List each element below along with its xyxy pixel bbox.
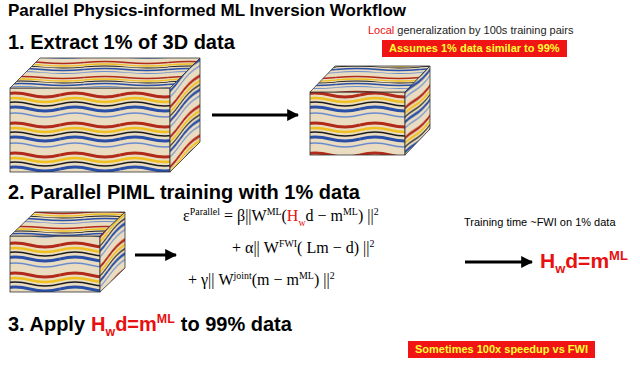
equation-term: εParallel= β||WML(Hwd − mML) ||2 [183,206,379,228]
label-text: w [298,217,305,228]
label-text: ML [299,270,314,281]
label-text: H [287,207,299,224]
label-text: w [555,261,565,276]
label-text: to 99% data [181,313,292,335]
equation-term: + α|| WFWI( Lm − d) ||2 [232,238,374,258]
label-text: + α|| W [232,239,279,256]
label-text: joint [234,270,252,281]
seismic-cube [10,58,200,172]
label-text: H [91,313,105,335]
highlight-box: Sometimes 100x speedup vs FWI [408,341,595,358]
label-text: d=m [565,249,609,272]
label-text: Local [368,24,394,36]
label-text: 2 [330,270,335,281]
label-text: = β||W [224,207,267,224]
label-text: Parallel [190,206,220,217]
equation-term: + γ|| Wjoint(m − mML) ||2 [188,270,335,290]
label-text: ε [183,207,190,224]
highlight-box: Assumes 1% data similar to 99% [382,40,567,57]
box-text: Sometimes 100x speedup vs FWI [415,343,588,355]
cube-face [310,92,405,155]
seismic-cube [310,66,430,155]
cube-face [170,58,200,172]
cube-face [10,88,170,172]
label-text: ML [157,312,175,326]
label-text: 2 [369,238,374,249]
step-heading: 1. Extract 1% of 3D data [8,30,235,54]
label-text: + γ|| W [188,271,234,288]
label-text: d − m [306,207,343,224]
label-text: ( Lm − d) || [297,239,369,256]
label-text: ) || [314,271,330,288]
label-text: ML [609,248,628,263]
cube-face [405,66,430,155]
title: Parallel Physics-informed ML Inversion W… [8,1,406,21]
seismic-cube [10,212,125,292]
step-heading: 3. Apply Hwd=mML to 99% data [8,312,292,340]
operator-formula: Hwd=mML [540,248,628,277]
flow-arrow [465,261,532,264]
label-text: ML [343,206,358,217]
box-text: Assumes 1% data similar to 99% [389,42,560,54]
label-text: generalization by 100s training pairs [397,24,573,36]
cube-face [100,212,125,292]
label-text: ML [267,206,282,217]
label-text: d=m [115,313,157,335]
label-text: 3. Apply [8,313,85,335]
note: Localgeneralization by 100s training pai… [368,24,573,37]
label-text: ( [282,207,287,224]
note: Training time ~FWI on 1% data [464,216,616,229]
step-heading: 2. Parallel PIML training with 1% data [8,180,360,204]
label-text: w [106,325,116,339]
label-text: 2. Parallel PIML training with 1% data [8,181,360,203]
label-text: 2 [374,206,379,217]
flow-arrow [212,114,298,117]
label-text: H [540,249,555,272]
cube-face [10,58,200,88]
cube-face [10,236,100,292]
label-text: 1. Extract 1% of 3D data [8,31,235,53]
flow-arrow [135,254,176,257]
label-text: Training time ~FWI on 1% data [464,216,616,228]
label-text: (m − m [252,271,299,288]
label-text: FWI [279,238,297,249]
label-text: ) || [358,207,374,224]
